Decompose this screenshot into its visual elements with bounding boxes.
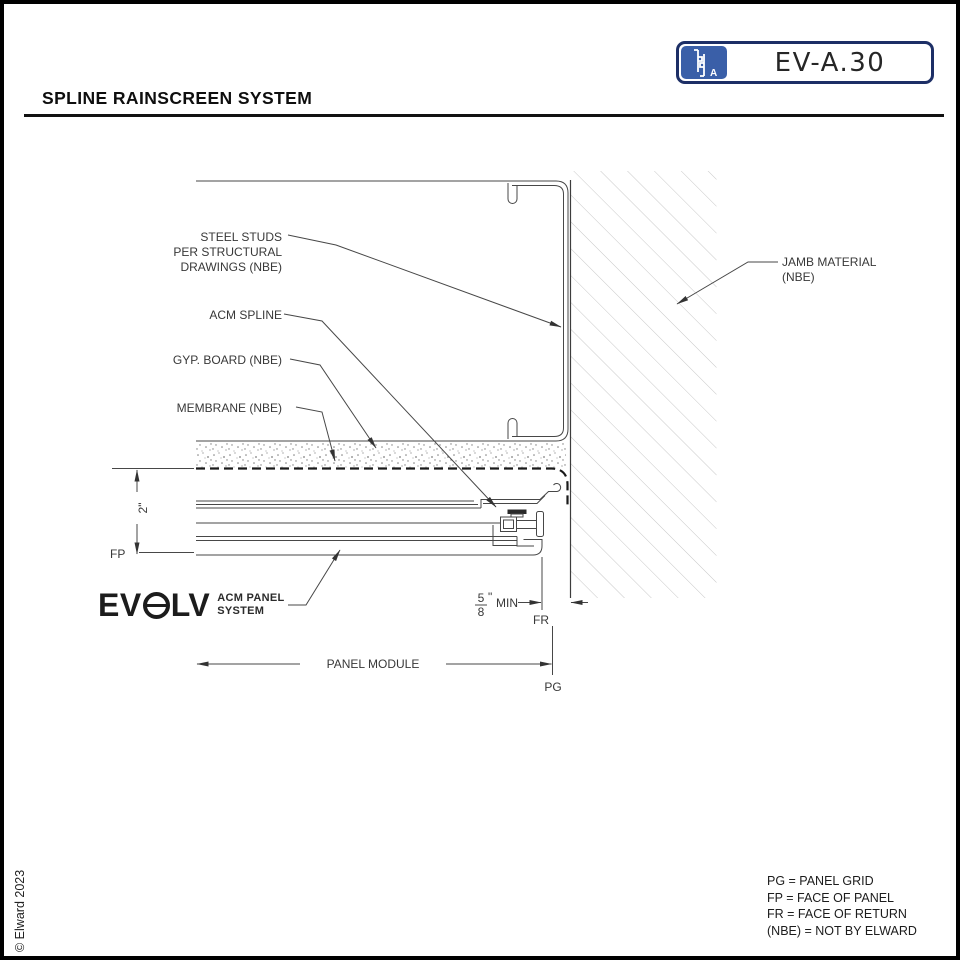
label-jamb-1: JAMB MATERIAL: [782, 255, 877, 269]
label-jamb-2: (NBE): [782, 270, 815, 284]
leader-jamb-material: [676, 261, 778, 305]
spline-clip: [480, 483, 562, 508]
leader-gyp-board: [289, 358, 377, 449]
logo-lv: LV: [170, 587, 211, 623]
logo-subtext: ACM PANEL SYSTEM: [217, 592, 284, 618]
stud-glyph-icon: A: [694, 48, 717, 79]
legend-item-nbe: (NBE) = NOT BY ELWARD: [767, 923, 917, 938]
title-underline: [24, 114, 944, 117]
panel-module-label: PANEL MODULE: [327, 657, 420, 671]
evolv-logo: EV LV ACM PANEL SYSTEM: [98, 587, 284, 623]
logo-sub-line2: SYSTEM: [217, 605, 265, 617]
leader-steel-studs: [287, 234, 562, 328]
fp-label: FP: [110, 547, 125, 561]
dim-panel-module: PANEL MODULE PG: [196, 655, 562, 694]
dim-min: 5 8 " MIN FR: [475, 590, 588, 627]
fr-label: FR: [533, 613, 549, 627]
label-acm-spline: ACM SPLINE: [209, 308, 282, 322]
min-denominator: 8: [478, 605, 485, 619]
leader-panel-system: [288, 549, 341, 606]
sheet-code: EV-A.30: [774, 47, 886, 78]
logo-ev: EV: [98, 587, 142, 623]
title-block: A EV-A.30: [676, 41, 934, 84]
membrane-dashed-line: [196, 467, 569, 506]
leader-lines: [283, 234, 778, 606]
panel-extrusion-lines: [196, 500, 543, 556]
detail-marker-icon: A: [681, 46, 727, 79]
logo-sub-line1: ACM PANEL: [217, 592, 285, 604]
jamb-hatch: [570, 171, 717, 598]
svg-text:A: A: [710, 68, 717, 79]
min-label: MIN: [496, 596, 518, 610]
logo-theta-icon: [142, 591, 170, 619]
legend-item-fr: FR = FACE OF RETURN: [767, 907, 907, 921]
label-steel-studs-3: DRAWINGS (NBE): [180, 260, 282, 274]
legend-item-fp: FP = FACE OF PANEL: [767, 890, 895, 905]
label-steel-studs-1: STEEL STUDS: [200, 230, 282, 244]
label-gyp-board: GYP. BOARD (NBE): [173, 353, 282, 367]
legend: PG = PANEL GRID FP = FACE OF PANEL FR = …: [767, 873, 917, 939]
label-membrane: MEMBRANE (NBE): [177, 401, 282, 415]
page-title: SPLINE RAINSCREEN SYSTEM: [42, 88, 313, 108]
min-unit: ": [488, 590, 492, 604]
steel-stud-outline: [196, 180, 569, 442]
leader-membrane: [295, 406, 336, 462]
fastener-bolt: [500, 509, 544, 537]
dim-two-inch: 2" FP: [110, 468, 194, 561]
legend-item-pg: PG = PANEL GRID: [767, 874, 874, 888]
dim-two-inch-text: 2": [136, 503, 150, 514]
label-steel-studs-2: PER STRUCTURAL: [173, 245, 282, 259]
copyright-text: © Elward 2023: [13, 869, 27, 952]
min-numerator: 5: [478, 591, 485, 605]
detail-drawing: 2" FP 5 8 " MIN FR PANEL MODULE PG STEEL…: [110, 171, 877, 694]
pg-label: PG: [544, 680, 561, 694]
gyp-board-band: [196, 442, 566, 468]
leader-acm-spline: [283, 313, 497, 508]
callout-labels: STEEL STUDS PER STRUCTURAL DRAWINGS (NBE…: [173, 230, 877, 415]
